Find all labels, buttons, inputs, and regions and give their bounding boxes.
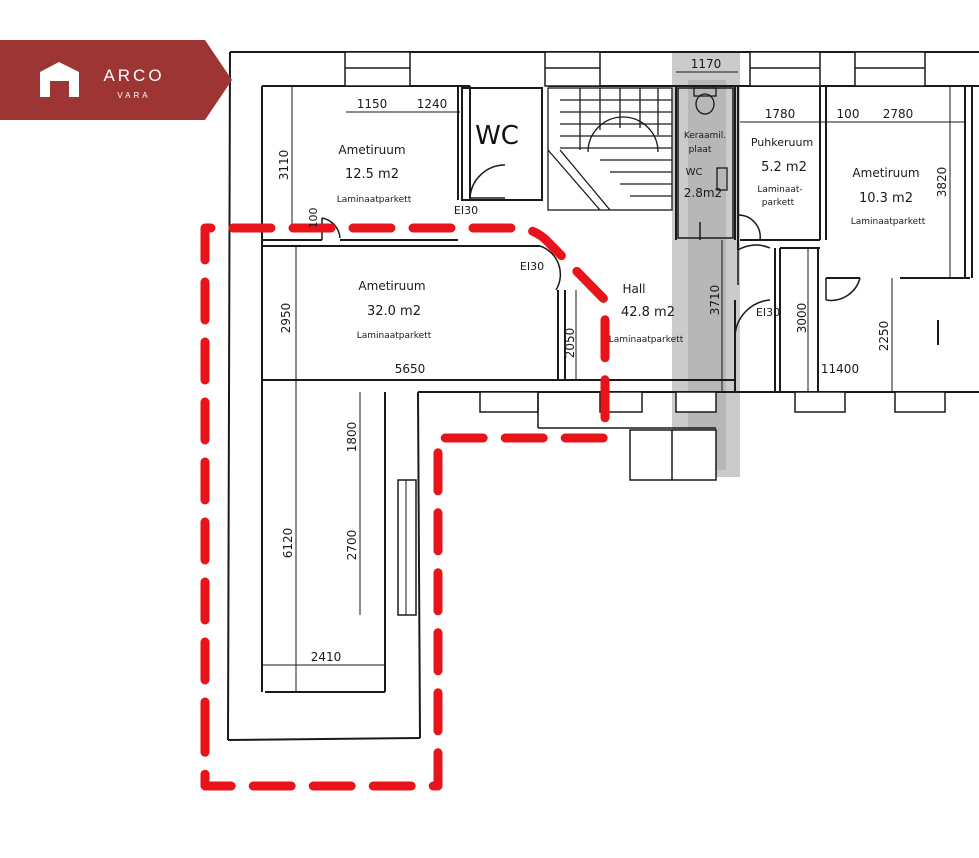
room-name-r1: Ametiruum: [338, 143, 405, 157]
room-area-r5: 5.2 m2: [761, 160, 807, 175]
house-logo-icon: [40, 62, 79, 97]
dim-100-left: 100: [307, 208, 320, 229]
room-name-r2: Ametiruum: [358, 279, 425, 293]
room-name-r4: Keraamil.: [684, 131, 726, 141]
dim-2410: 2410: [311, 650, 342, 664]
dim-1780: 1780: [765, 107, 796, 121]
staircase: [547, 87, 673, 211]
fire-door-label-c: EI30: [756, 306, 780, 319]
room-area-r6: 10.3 m2: [859, 191, 913, 206]
dim-1240: 1240: [417, 97, 448, 111]
brand-name: ARCO: [103, 66, 164, 85]
room-floor-r1: Laminaatparkett: [337, 195, 412, 205]
dim-100-top: 100: [837, 107, 860, 121]
dim-1150: 1150: [357, 97, 388, 111]
dim-11400: 11400: [821, 362, 859, 376]
wc-big-label: WC: [475, 121, 519, 151]
dim-5650: 5650: [395, 362, 426, 376]
room-floor-r3: Laminaatparkett: [609, 335, 684, 345]
room-floor-r2: Laminaatparkett: [357, 331, 432, 341]
dim-3710: 3710: [708, 285, 722, 316]
dimension-lines: [262, 71, 965, 692]
room-area-r3: 42.8 m2: [621, 305, 675, 320]
room-area-r2: 32.0 m2: [367, 304, 421, 319]
room-floor2-r5: parkett: [762, 198, 795, 208]
fire-door-label-b: EI30: [520, 260, 544, 273]
dim-3110: 3110: [277, 150, 291, 181]
dim-6120: 6120: [281, 528, 295, 559]
room-name-r5: Puhkeruum: [751, 136, 813, 149]
room-name2-r4: plaat: [689, 145, 712, 155]
room-name-r6: Ametiruum: [852, 166, 919, 180]
brand-ribbon: ARCO VARA: [0, 40, 232, 120]
dim-2780: 2780: [883, 107, 914, 121]
dim-3820: 3820: [935, 167, 949, 198]
room-name-r3: Hall: [622, 282, 645, 296]
dim-2950: 2950: [279, 303, 293, 334]
fire-door-label-a: EI30: [454, 204, 478, 217]
highlight-boundary: [200, 223, 610, 791]
brand-ribbon-shape: [0, 40, 232, 120]
dim-2250: 2250: [877, 321, 891, 352]
brand-sub: VARA: [117, 91, 150, 100]
dim-2700: 2700: [345, 530, 359, 561]
dim-1800: 1800: [345, 422, 359, 453]
room-area-r4: 2.8m2: [684, 186, 722, 200]
toilet-icon: [693, 87, 728, 191]
windows-bottom: [479, 391, 946, 481]
room-floor-r6: Laminaatparkett: [851, 217, 926, 227]
room-floor-r5: Laminaat-: [757, 185, 802, 195]
room-floor-r4: WC: [686, 167, 703, 178]
windows-top: [344, 51, 926, 87]
dim-2050: 2050: [563, 328, 577, 359]
dim-1170: 1170: [691, 57, 722, 71]
dim-3000: 3000: [795, 303, 809, 334]
room-area-r1: 12.5 m2: [345, 167, 399, 182]
